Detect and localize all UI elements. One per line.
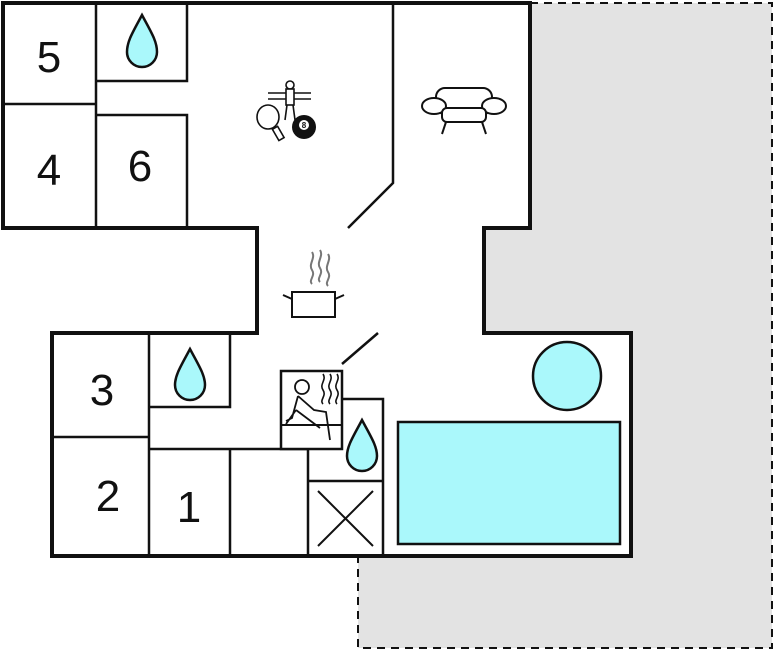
svg-text:8: 8 bbox=[302, 121, 307, 130]
water-drop-icon bbox=[173, 346, 207, 402]
water-drop-icon bbox=[345, 417, 379, 473]
upper-wing-walls bbox=[3, 3, 395, 229]
room-5-label: 5 bbox=[37, 33, 61, 82]
terrace-area bbox=[357, 2, 773, 649]
sauna-icon bbox=[279, 369, 344, 451]
room-1-label: 1 bbox=[177, 483, 201, 532]
sofa-icon bbox=[421, 87, 507, 135]
water-drop-icon bbox=[125, 12, 159, 69]
room-4-label: 4 bbox=[37, 146, 61, 195]
ping-pong-paddle-icon bbox=[256, 104, 286, 142]
billiard-8-ball-icon: 8 bbox=[292, 115, 316, 139]
table-football-icon bbox=[268, 80, 311, 121]
room-3-label: 3 bbox=[90, 366, 114, 415]
bed-x-icon bbox=[317, 490, 374, 547]
lower-wing-walls bbox=[52, 332, 385, 556]
swimming-pool-icon bbox=[396, 420, 622, 546]
hot-tub-icon bbox=[531, 340, 603, 412]
cooking-pot-icon bbox=[282, 249, 345, 318]
room-2-label: 2 bbox=[96, 472, 120, 521]
building-outline bbox=[1, 1, 633, 558]
room-6-label: 6 bbox=[128, 142, 152, 191]
